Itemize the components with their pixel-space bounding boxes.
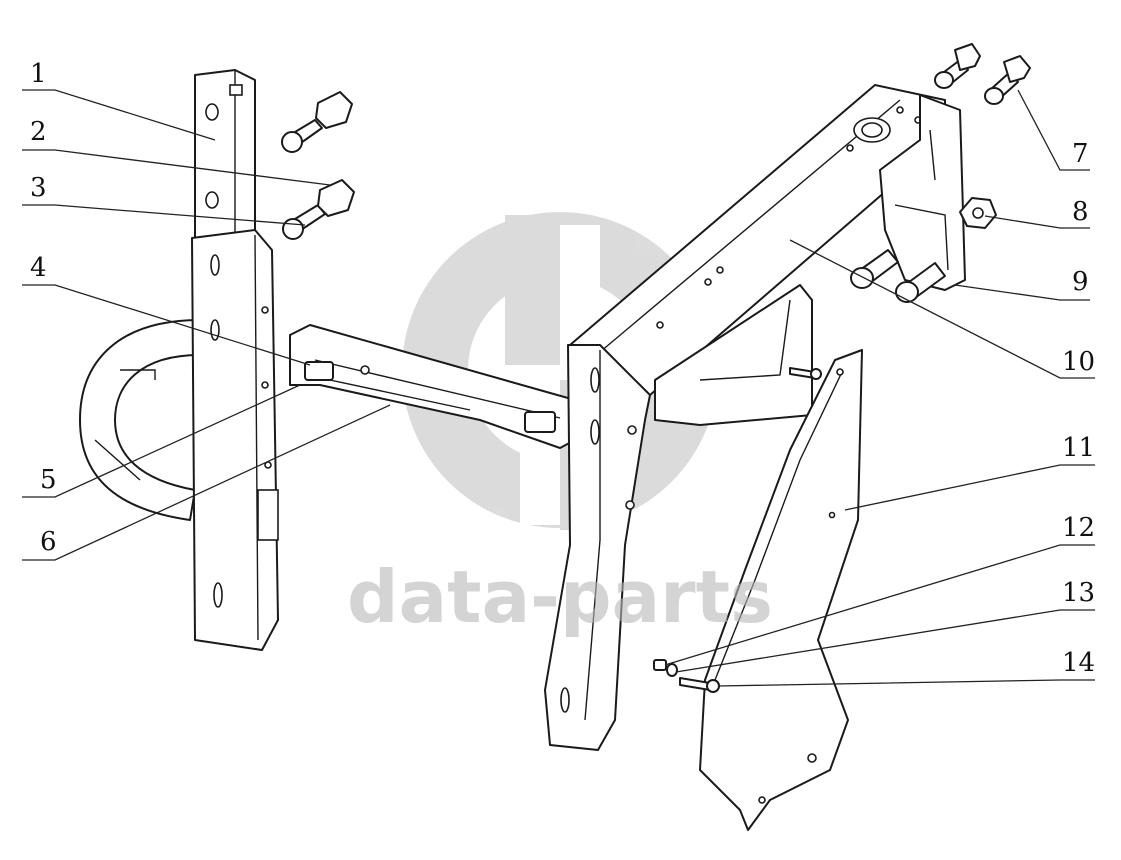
left-column bbox=[191, 229, 279, 651]
callout-2: 2 bbox=[30, 117, 47, 147]
bolt-10b bbox=[895, 262, 946, 303]
callout-9: 9 bbox=[1072, 267, 1089, 297]
callout-8: 8 bbox=[1072, 197, 1089, 227]
callout-4: 4 bbox=[30, 253, 47, 283]
bolt-middle bbox=[282, 179, 355, 240]
cover-screw bbox=[789, 367, 822, 380]
watermark-text: data-parts bbox=[347, 555, 773, 639]
screw-14 bbox=[679, 677, 720, 693]
bolt-10a bbox=[850, 249, 899, 289]
bolt-top bbox=[281, 91, 353, 153]
plate-nut-left bbox=[304, 361, 334, 381]
upper-tube bbox=[194, 69, 256, 251]
nut-8 bbox=[959, 197, 997, 229]
callout-12: 12 bbox=[1062, 513, 1095, 543]
bolt-7a bbox=[934, 43, 981, 89]
callout-7: 7 bbox=[1072, 139, 1089, 169]
vertical-leg bbox=[544, 344, 651, 751]
bolt-7b bbox=[984, 55, 1031, 105]
callout-10: 10 bbox=[1062, 347, 1095, 377]
cover-plate bbox=[699, 349, 863, 831]
leader-lines bbox=[22, 89, 1095, 687]
washer-13 bbox=[666, 663, 678, 677]
callout-3: 3 bbox=[30, 173, 47, 203]
end-bracket bbox=[879, 94, 966, 291]
callout-numbers: 1 2 3 4 5 6 7 8 9 10 11 12 13 14 bbox=[30, 59, 1095, 678]
callout-11: 11 bbox=[1062, 433, 1095, 463]
callout-13: 13 bbox=[1062, 578, 1095, 608]
nut-12 bbox=[653, 659, 667, 671]
u-bracket-base bbox=[79, 319, 201, 521]
callout-1: 1 bbox=[30, 59, 47, 89]
callout-14: 14 bbox=[1062, 648, 1095, 678]
plate-nut-right bbox=[524, 411, 556, 433]
cross-plate bbox=[289, 324, 576, 449]
callout-6: 6 bbox=[40, 527, 57, 557]
callout-5: 5 bbox=[40, 465, 57, 495]
